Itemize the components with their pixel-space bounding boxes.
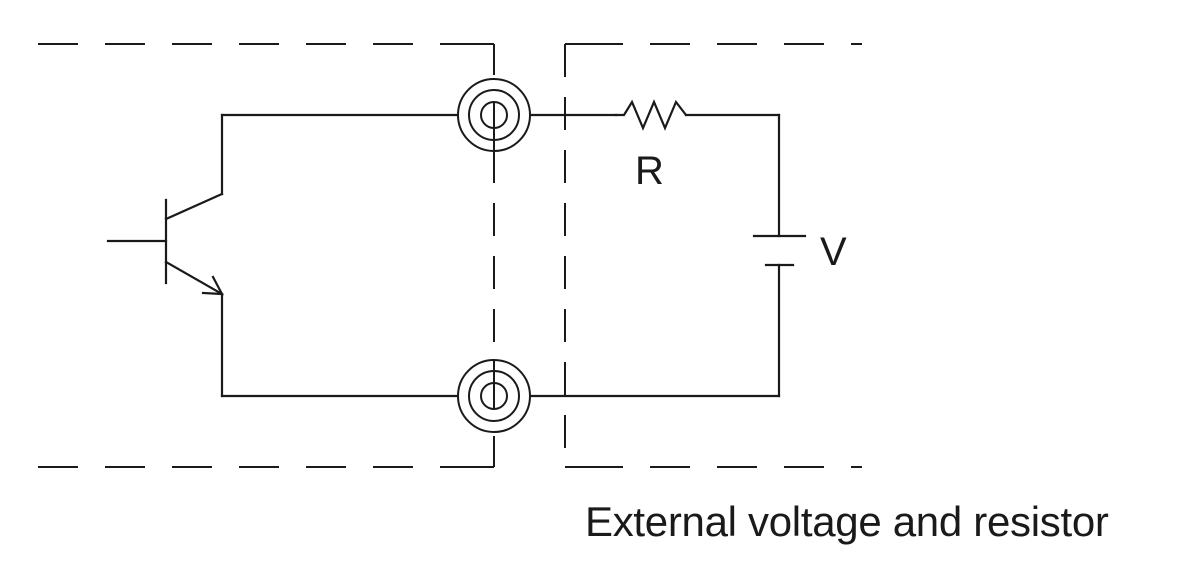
battery-icon [752,234,807,267]
diagram-caption: External voltage and resistor [585,498,1109,545]
bottom-terminal-icon [457,359,531,433]
transistor-collector [164,192,224,221]
resistor-icon [614,99,688,131]
right-enclosure-boundary [564,43,862,468]
transistor-emitter [164,260,224,296]
npn-transistor [106,192,224,296]
resistor-label: R [635,149,664,193]
left-enclosure-boundary [38,43,495,468]
circuit-wiring [220,113,781,398]
voltage-label: V [820,230,847,274]
top-terminal-icon [457,78,531,152]
